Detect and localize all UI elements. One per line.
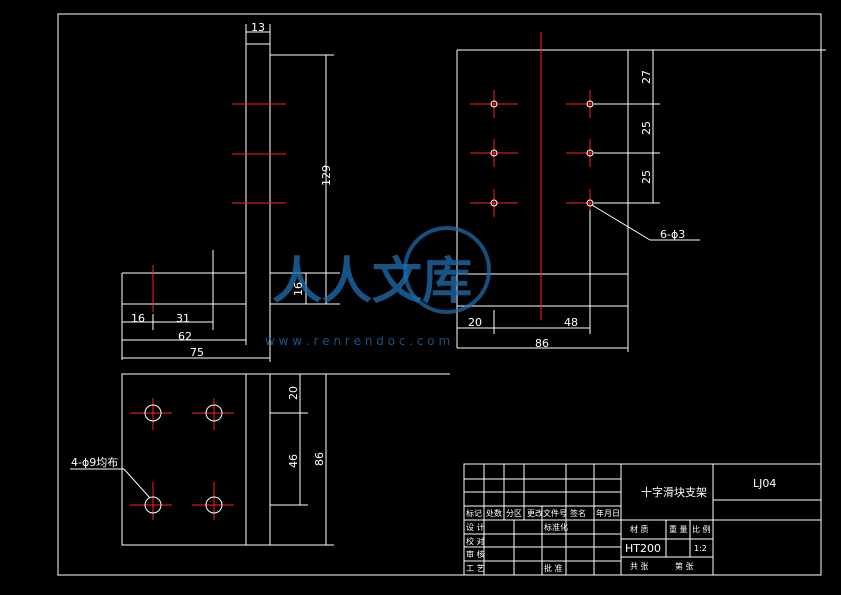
dim-20: 20 — [468, 316, 482, 329]
side-view — [121, 24, 340, 362]
dim-86: 86 — [535, 337, 549, 350]
material-value: HT200 — [625, 542, 661, 555]
row-process: 工 艺 — [466, 564, 485, 573]
header-count: 处数 — [486, 508, 502, 518]
watermark: 人人文库 w w w . r e n r e n d o c . c o m — [265, 226, 491, 348]
dim-48: 48 — [564, 316, 578, 329]
dim-62: 62 — [178, 330, 192, 343]
dim-bottom-46: 46 — [287, 454, 300, 468]
dim-16-thickness: 16 — [292, 282, 305, 296]
standardize-label: 标准化 — [544, 522, 568, 532]
dim-27: 27 — [640, 70, 653, 84]
dim-13: 13 — [251, 21, 265, 34]
title-block — [463, 463, 822, 576]
drawing-frame — [57, 13, 822, 576]
weight-label: 重 量 — [669, 524, 688, 534]
row-check: 校 对 — [466, 536, 485, 546]
dim-75: 75 — [190, 346, 204, 359]
header-sign: 签名 — [570, 508, 586, 518]
header-doc: 更改文件号 — [527, 508, 567, 518]
row-review: 审 核 — [466, 549, 485, 559]
row-design: 设 计 — [466, 522, 485, 532]
dim-25b: 25 — [640, 170, 653, 184]
dim-bottom-86: 86 — [313, 452, 326, 466]
watermark-url: w w w . r e n r e n d o c . c o m — [265, 334, 450, 348]
scale-value: 1:2 — [694, 544, 707, 553]
front-view — [456, 32, 826, 352]
part-name: 十字滑块支架 — [641, 485, 707, 499]
header-date: 年月日 — [596, 508, 620, 518]
dim-129: 129 — [320, 165, 333, 186]
drawing-number: LJ04 — [753, 477, 776, 490]
header-mark: 标记 — [466, 508, 482, 518]
header-zone: 分区 — [506, 509, 522, 518]
dim-25a: 25 — [640, 121, 653, 135]
approve-label: 批 准 — [544, 563, 563, 573]
annotation-6-holes: 6-ϕ3 — [660, 228, 685, 241]
annotation-4-holes: 4-ϕ9均布 — [71, 456, 118, 469]
watermark-logo-ring — [403, 226, 491, 314]
material-label: 材 质 — [630, 524, 649, 534]
dim-31: 31 — [176, 312, 190, 325]
sheet-number: 第 张 — [675, 561, 694, 571]
sheets-total: 共 张 — [630, 562, 649, 571]
scale-label: 比 例 — [692, 524, 711, 534]
dim-16: 16 — [131, 312, 145, 325]
top-view — [70, 373, 450, 546]
dim-bottom-20: 20 — [287, 386, 300, 400]
watermark-main: 人人文库 — [272, 252, 472, 310]
